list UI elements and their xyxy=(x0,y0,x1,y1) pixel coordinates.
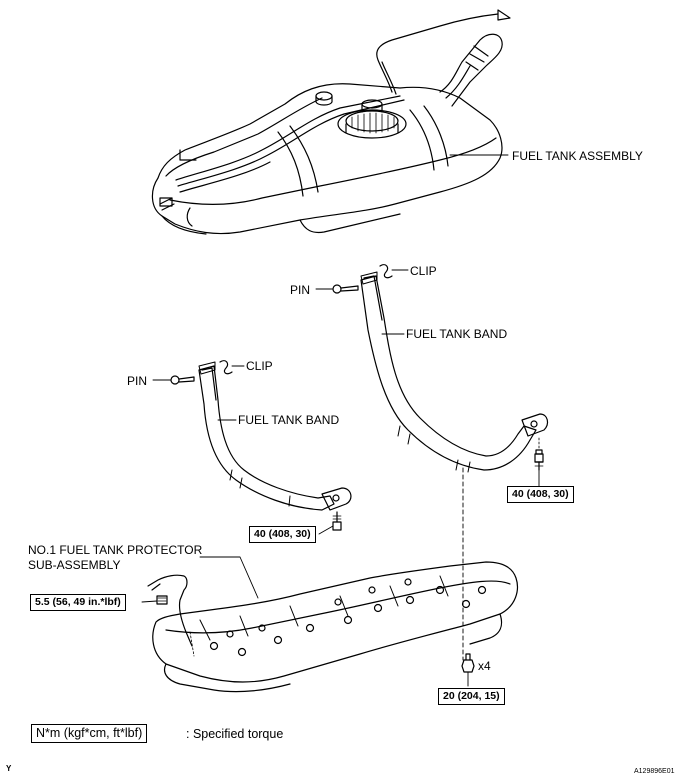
label-band-left: FUEL TANK BAND xyxy=(238,413,340,427)
footer-left-code: Y xyxy=(6,764,12,773)
torque-band-right: 40 (408, 30) xyxy=(507,486,574,503)
leader-protector-bolt xyxy=(141,600,158,603)
fuel-tank-band-left-illustration xyxy=(198,361,352,511)
bolt-right-illustration xyxy=(534,437,544,471)
fuel-tank-protector-illustration xyxy=(147,561,519,693)
pin-right-illustration xyxy=(332,284,359,294)
label-fuel-tank-assembly: FUEL TANK ASSEMBLY xyxy=(512,149,643,163)
legend-torque-unit: N*m (kgf*cm, ft*lbf) xyxy=(31,724,148,743)
fuel-tank-band-right-illustration xyxy=(360,271,549,473)
torque-protector-bolt: 5.5 (56, 49 in.*lbf) xyxy=(30,594,126,611)
protector-bolt-illustration xyxy=(156,595,168,605)
torque-band-left: 40 (408, 30) xyxy=(249,526,316,543)
pin-left-illustration xyxy=(170,375,195,385)
label-clip-right: CLIP xyxy=(410,264,437,278)
leader-torque-left xyxy=(318,525,334,535)
label-clip-left: CLIP xyxy=(246,359,273,373)
fuel-tank-illustration xyxy=(151,9,511,235)
nut-illustration xyxy=(461,653,475,673)
label-pin-right: PIN xyxy=(290,283,311,297)
clip-right-illustration xyxy=(379,264,393,279)
label-band-right: FUEL TANK BAND xyxy=(406,327,508,341)
label-x4: x4 xyxy=(478,659,491,673)
legend-text: : Specified torque xyxy=(186,727,284,741)
label-protector-line2: SUB-ASSEMBLY xyxy=(28,558,121,572)
clip-left-illustration xyxy=(219,360,233,375)
torque-protector-nut: 20 (204, 15) xyxy=(438,688,505,705)
label-pin-left: PIN xyxy=(127,374,148,388)
leader-protector xyxy=(199,556,259,599)
footer-figure-id: A129896E01 xyxy=(634,768,675,775)
label-protector-line1: NO.1 FUEL TANK PROTECTOR xyxy=(28,543,203,557)
bolt-left-illustration xyxy=(332,511,342,531)
